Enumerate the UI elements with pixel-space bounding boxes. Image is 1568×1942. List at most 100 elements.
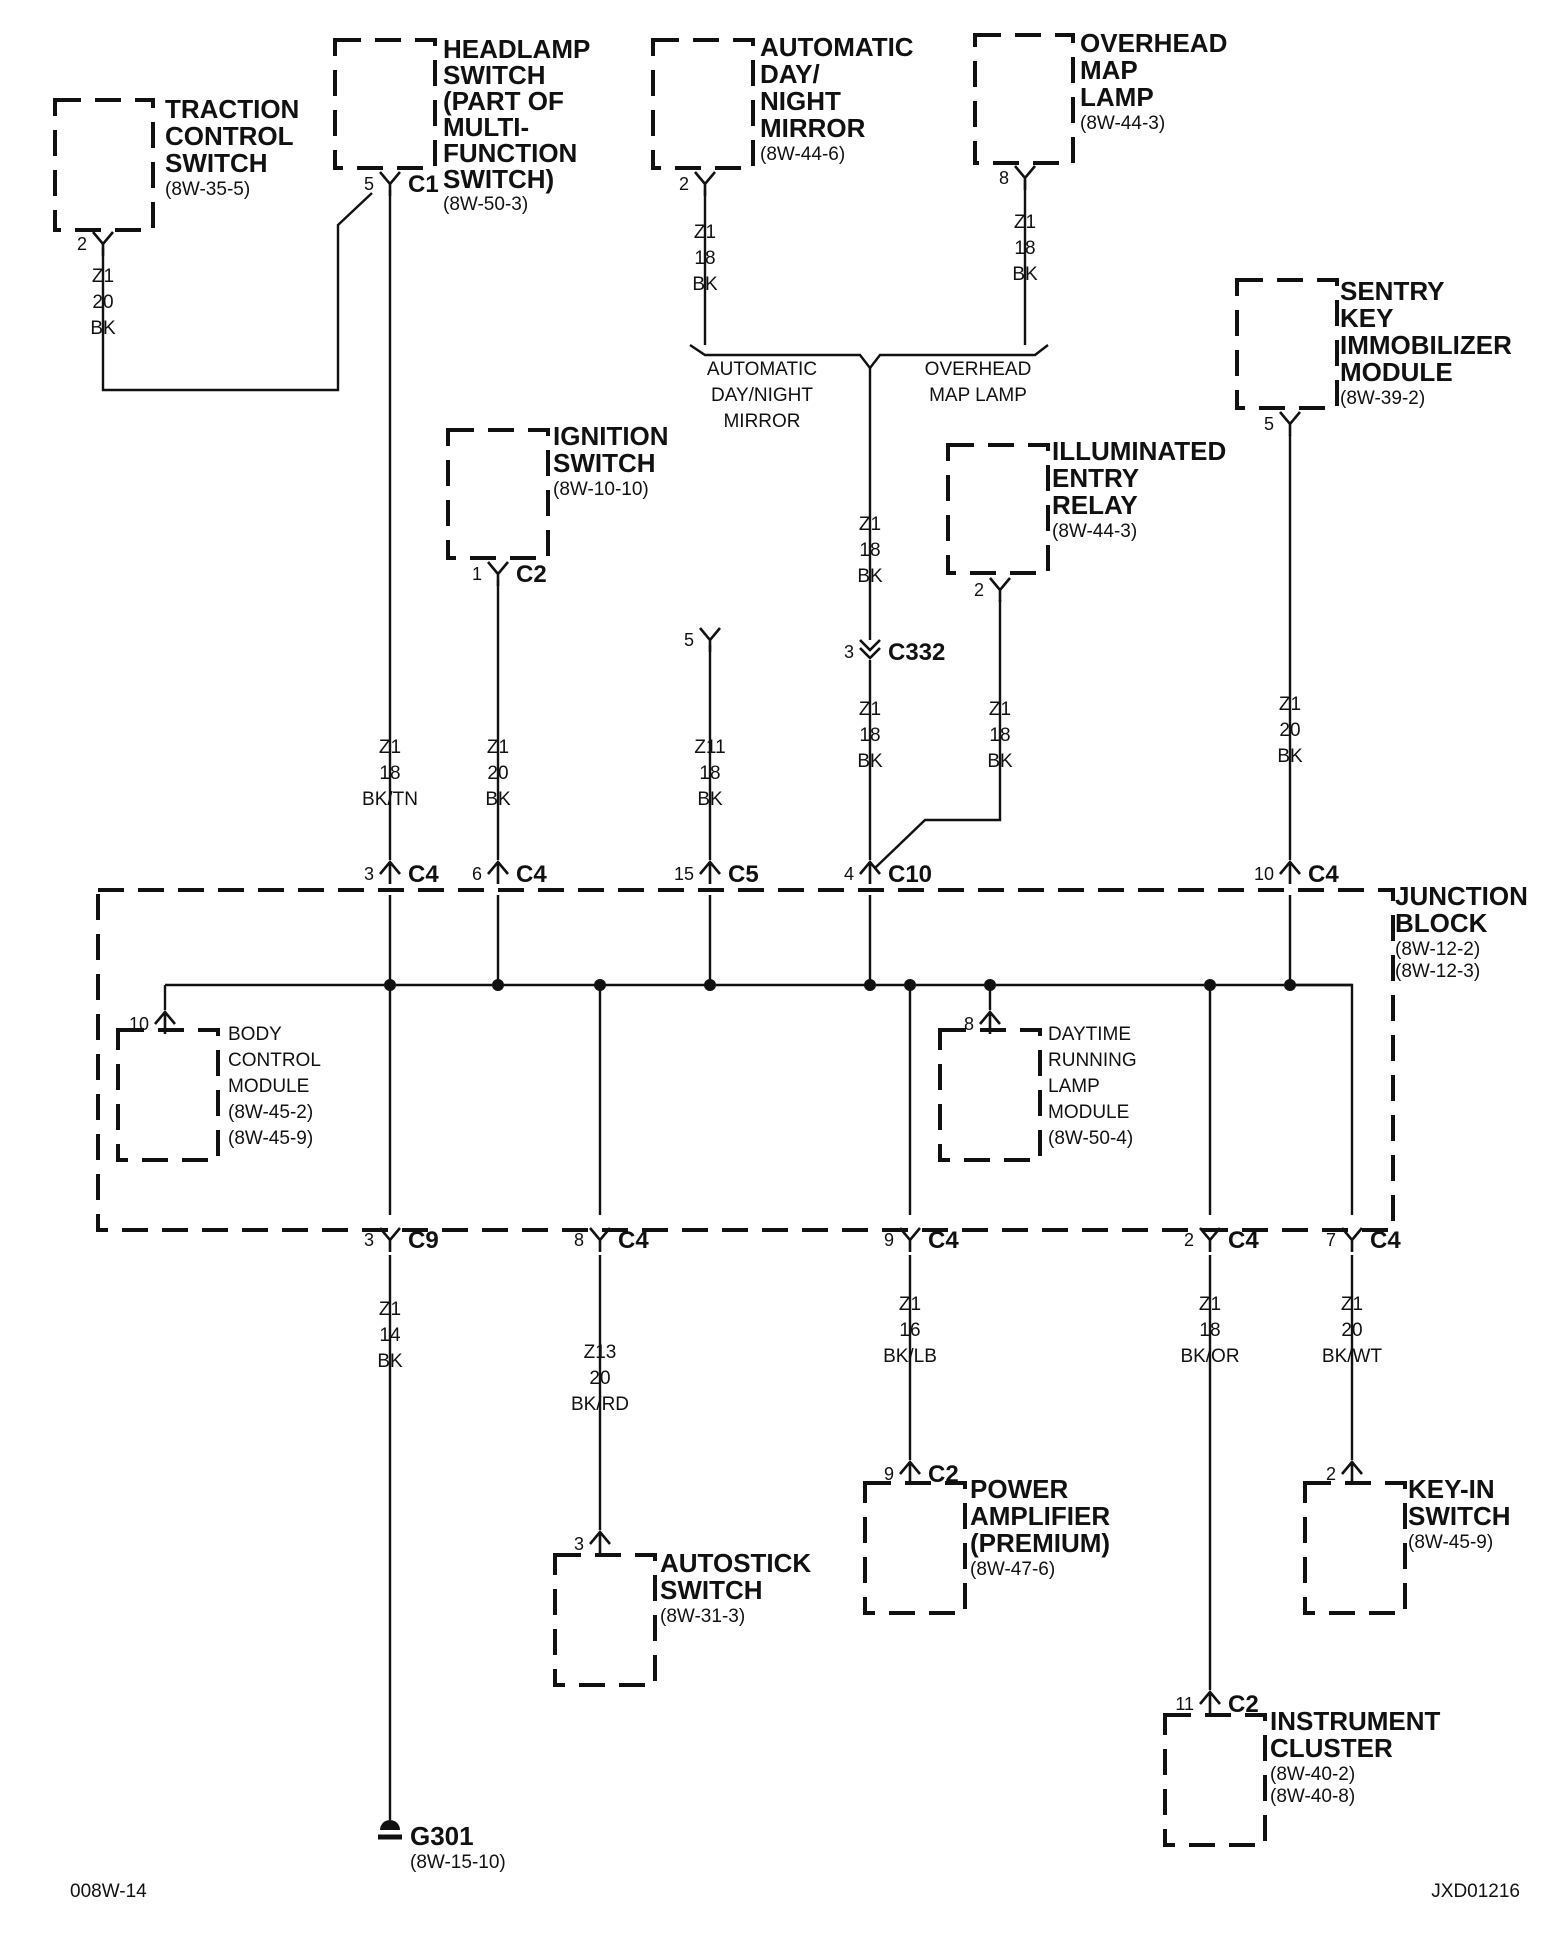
- connector-pin-sentry: [1279, 411, 1301, 436]
- autostick-name: SWITCH: [660, 1575, 763, 1605]
- bcm-label: MODULE: [228, 1076, 309, 1097]
- splice-dot: [1204, 979, 1216, 991]
- pin-number-keyin: 2: [1326, 1464, 1336, 1484]
- wire-traction-label: Z1: [92, 266, 114, 287]
- wire-maplamp-label: 18: [1014, 238, 1035, 259]
- wire-autostick-label: 20: [589, 1368, 610, 1389]
- pin-number-jb_c5_15: 15: [674, 864, 694, 884]
- connector-pin-c332: [859, 639, 881, 660]
- wire-headlamp-label: Z1: [379, 737, 401, 758]
- footer-left-code: 008W-14: [70, 1881, 147, 1902]
- traction-ref: (8W-35-5): [165, 179, 250, 200]
- pin-number-cluster: 11: [1175, 1694, 1194, 1714]
- branch-label-maplamp: MAP LAMP: [929, 385, 1027, 406]
- pin-number-jb_c4_2: 2: [1184, 1230, 1194, 1250]
- connector-name-jb_c9_3: C9: [408, 1227, 439, 1254]
- sentry-name: SENTRY: [1340, 276, 1445, 306]
- wire-illum-label: 18: [989, 725, 1010, 746]
- wire-autostick-label: Z13: [584, 1342, 617, 1363]
- splice-dots: [384, 979, 1296, 991]
- pin-number-bcm: 10: [129, 1014, 149, 1034]
- wire-ground-label: 14: [379, 1325, 401, 1346]
- connector-pin-jb_c4_3: [379, 859, 401, 884]
- connector-name-jb_c4_8: C4: [618, 1227, 649, 1254]
- cluster-name: INSTRUMENT: [1270, 1706, 1441, 1736]
- map-lamp-box: [973, 33, 1075, 165]
- wire-headlamp-label: BK/TN: [362, 789, 418, 810]
- connector-name-jb_c10_4: C10: [888, 861, 932, 888]
- junction-name: BLOCK: [1395, 908, 1488, 938]
- headlamp-name: MULTI-: [443, 112, 529, 142]
- wire-autostick-label: BK/RD: [571, 1394, 629, 1415]
- mirror-name: AUTOMATIC: [760, 32, 914, 62]
- wire-cluster-label: BK/OR: [1180, 1346, 1239, 1367]
- ignition-name: IGNITION: [553, 421, 669, 451]
- mirror-name: DAY/: [760, 59, 820, 89]
- splice-dot: [984, 979, 996, 991]
- keyin-ref: (8W-45-9): [1408, 1532, 1493, 1553]
- sentry-ref: (8W-39-2): [1340, 388, 1425, 409]
- bcm-label: (8W-45-2): [228, 1102, 313, 1123]
- maplamp-name: MAP: [1080, 55, 1138, 85]
- maplamp-name: OVERHEAD: [1080, 28, 1227, 58]
- wire-ignition-label: Z1: [487, 737, 509, 758]
- wire-sentry-label: BK: [1277, 746, 1303, 767]
- labels: TRACTIONCONTROLSWITCH(8W-35-5)HEADLAMPSW…: [70, 28, 1528, 1902]
- connector-pin-illum: [989, 577, 1011, 602]
- wire-keyin-label: BK/WT: [1322, 1346, 1383, 1367]
- connector-pin-jb_c10_4: [859, 859, 881, 884]
- instrument-cluster-box: [1163, 1713, 1267, 1847]
- splice-dot: [384, 979, 396, 991]
- drl-label: MODULE: [1048, 1102, 1129, 1123]
- wire-keyin-label: 20: [1341, 1320, 1362, 1341]
- wire-c332-label: 18: [859, 725, 880, 746]
- connector-name-jb_c4_9: C4: [928, 1227, 959, 1254]
- junction-block-box: [96, 888, 1395, 1232]
- cluster-name: CLUSTER: [1270, 1733, 1393, 1763]
- connector-name-jb_c4_7: C4: [1370, 1227, 1401, 1254]
- traction-control-switch-box: [53, 98, 155, 232]
- mirror-ref: (8W-44-6): [760, 144, 845, 165]
- headlamp-switch-box: [333, 38, 437, 170]
- pin-number-maplamp: 8: [999, 168, 1009, 188]
- maplamp-name: LAMP: [1080, 82, 1154, 112]
- illum-ref: (8W-44-3): [1052, 521, 1137, 542]
- pin-number-jb_c9_3: 3: [364, 1230, 374, 1250]
- wire-ground-label: BK: [377, 1351, 403, 1372]
- pin-number-traction: 2: [77, 234, 87, 254]
- autostick-switch-box: [553, 1553, 657, 1687]
- illuminated-entry-relay-box: [946, 443, 1050, 575]
- ground-symbol: [378, 1820, 402, 1840]
- branch-label-mirror: AUTOMATIC: [707, 359, 817, 380]
- drl-label: RUNNING: [1048, 1050, 1137, 1071]
- bcm-label: CONTROL: [228, 1050, 321, 1071]
- junction-name: JUNCTION: [1395, 881, 1528, 911]
- traction-name: TRACTION: [165, 94, 299, 124]
- wire-dlc-label: 18: [699, 763, 720, 784]
- splice-dot: [492, 979, 504, 991]
- wires: [101, 180, 1354, 1820]
- bcm-label: (8W-45-9): [228, 1128, 313, 1149]
- sentry-key-module-box: [1235, 278, 1339, 410]
- sentry-name: MODULE: [1340, 357, 1453, 387]
- connector-name-jb_c4_3: C4: [408, 861, 439, 888]
- pin-number-c332: 3: [844, 642, 854, 662]
- autostick-name: AUTOSTICK: [660, 1548, 811, 1578]
- branch-label-maplamp: OVERHEAD: [925, 359, 1032, 380]
- ground-name: G301: [410, 1821, 474, 1851]
- pin-number-jb_c4_3: 3: [364, 864, 374, 884]
- splice-dot: [594, 979, 606, 991]
- wire-mirror-label: BK: [692, 274, 718, 295]
- connector-name-headlamp: C1: [408, 171, 439, 198]
- connector-pin-headlamp: [379, 171, 401, 196]
- wire-illum-label: Z1: [989, 699, 1011, 720]
- illum-name: RELAY: [1052, 490, 1138, 520]
- wire-cluster-label: Z1: [1199, 1294, 1221, 1315]
- connector-pin-jb_c4_10: [1279, 859, 1301, 884]
- wire-ignition-label: 20: [487, 763, 508, 784]
- illum-name: ILLUMINATED: [1052, 436, 1226, 466]
- cluster-ref: (8W-40-2): [1270, 1764, 1355, 1785]
- sentry-name: IMMOBILIZER: [1340, 330, 1512, 360]
- connector-pins: [92, 165, 1363, 1714]
- ground-ref: (8W-15-10): [410, 1852, 506, 1873]
